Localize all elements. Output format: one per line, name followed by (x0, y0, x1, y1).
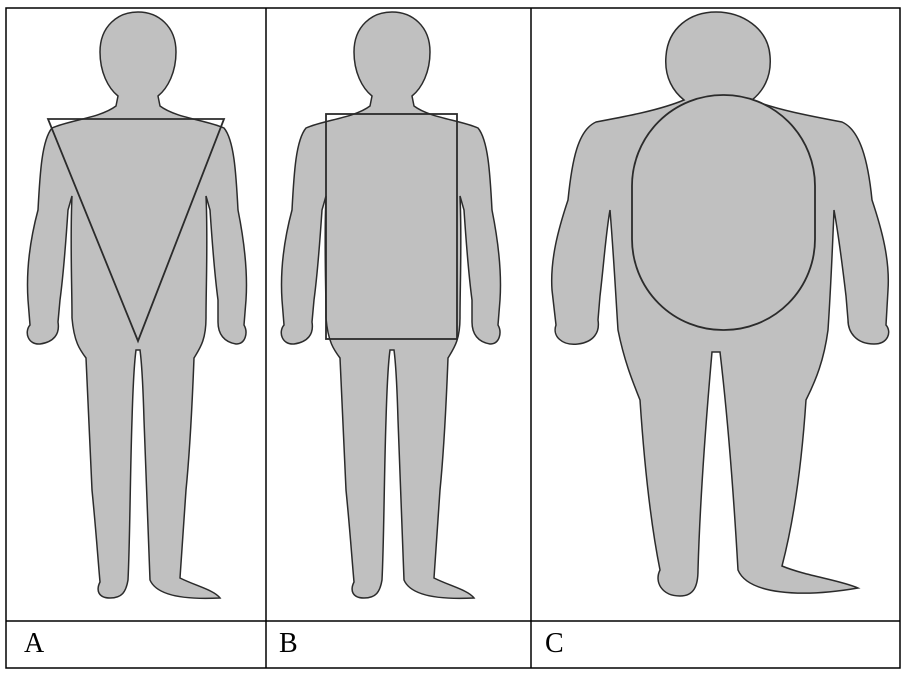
oval-shape (632, 95, 815, 330)
silhouette-a (27, 12, 246, 598)
panel-label-c: C (545, 624, 564, 664)
silhouette-b (281, 12, 500, 598)
panel-label-b: B (279, 624, 298, 664)
panel-label-a: A (24, 624, 44, 664)
